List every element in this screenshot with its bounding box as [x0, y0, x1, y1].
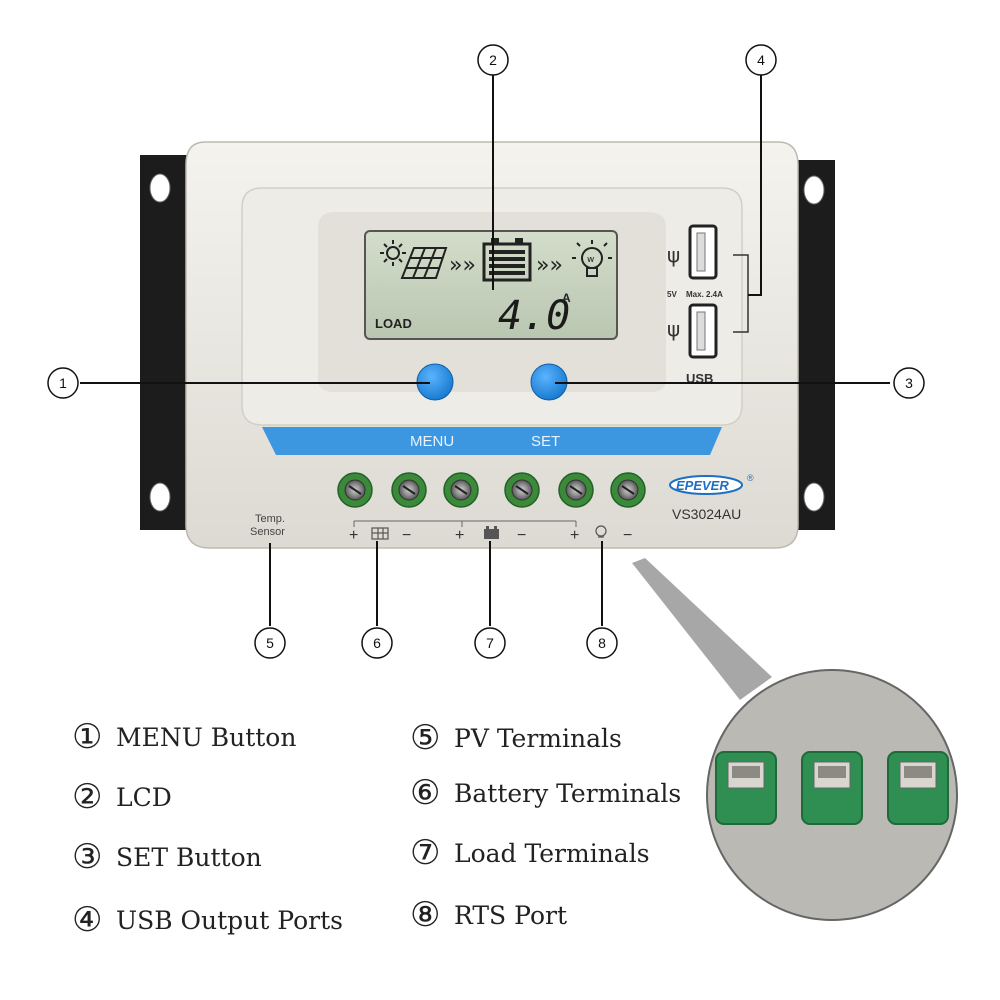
legend-number: ③ — [72, 837, 103, 877]
terminal-screw[interactable] — [337, 472, 373, 508]
legend-text: Load Terminals — [454, 838, 650, 868]
terminal-block — [337, 472, 646, 508]
terminal-screw[interactable] — [558, 472, 594, 508]
legend-number: ⑧ — [410, 895, 441, 935]
temp-sensor-label-line1: Temp. — [255, 513, 285, 525]
legend-number: ⑦ — [410, 833, 441, 873]
usb-spec-voltage: 5V — [667, 290, 677, 299]
zoom-wedge — [632, 558, 772, 700]
legend-item-load: ⑦ Load Terminals — [410, 833, 650, 873]
sun-icon — [380, 240, 406, 266]
legend-number: ① — [72, 717, 103, 757]
load-bulb-icon — [595, 525, 607, 538]
callout-number: 6 — [373, 635, 381, 651]
zoomed-terminal-opening — [887, 751, 949, 825]
load-minus-sign: − — [623, 527, 632, 544]
usb-icon: ψ — [667, 317, 680, 341]
legend-text: RTS Port — [454, 900, 567, 930]
callout-number: 7 — [486, 635, 494, 651]
solar-panel-icon — [400, 247, 448, 279]
battery-icon — [482, 238, 532, 282]
legend-text: MENU Button — [116, 722, 297, 752]
legend-text: USB Output Ports — [116, 905, 343, 935]
button-label-stripe — [262, 427, 722, 455]
lightbulb-icon: w — [572, 240, 612, 277]
lcd-current-value: 4.0 — [498, 293, 570, 339]
lcd-unit: A — [562, 291, 571, 305]
callout-number: 5 — [266, 635, 274, 651]
lcd-screen: »» »» w LOAD 4.0 A — [364, 230, 618, 340]
terminal-screw[interactable] — [504, 472, 540, 508]
flow-arrows-left-icon: »» — [449, 253, 476, 278]
callout-5: 5 — [254, 627, 286, 659]
mounting-bracket-left — [140, 155, 195, 530]
battery-terminal-icon — [484, 526, 499, 539]
terminal-markings: + − + − + − — [349, 520, 632, 544]
legend-item-rts: ⑧ RTS Port — [410, 895, 567, 935]
legend-number: ⑤ — [410, 718, 441, 758]
callout-2: 2 — [477, 44, 509, 76]
legend-item-menu: ① MENU Button — [72, 717, 296, 757]
legend-item-lcd: ② LCD — [72, 777, 172, 817]
menu-button-label: MENU — [410, 433, 454, 450]
legend-number: ⑥ — [410, 773, 441, 813]
legend-number: ④ — [72, 900, 103, 940]
callout-leaders — [80, 73, 890, 626]
legend-item-set: ③ SET Button — [72, 837, 262, 877]
callout-3: 3 — [893, 367, 925, 399]
callout-number: 3 — [905, 375, 913, 391]
temp-sensor-label-line2: Sensor — [250, 526, 285, 538]
legend-text: Battery Terminals — [454, 778, 682, 808]
battery-plus-sign: + — [455, 527, 464, 544]
registered-mark: ® — [747, 473, 754, 483]
battery-minus-sign: − — [517, 527, 526, 544]
legend-text: LCD — [116, 782, 172, 812]
svg-text:w: w — [587, 255, 594, 265]
callout-markers: 1 2 3 4 5 6 7 8 — [47, 44, 925, 659]
legend-item-usb: ④ USB Output Ports — [72, 900, 343, 940]
terminal-screw[interactable] — [391, 472, 427, 508]
callout-1: 1 — [47, 367, 79, 399]
zoomed-terminal-opening — [801, 751, 863, 825]
flow-arrows-right-icon: »» — [536, 253, 563, 278]
callout-number: 4 — [757, 52, 765, 68]
lcd-mode-label: LOAD — [375, 316, 412, 331]
zoom-inset — [706, 669, 958, 921]
set-button-label: SET — [531, 433, 560, 450]
terminal-screw[interactable] — [443, 472, 479, 508]
legend-number: ② — [72, 777, 103, 817]
brand-logo: EPEVER ® — [669, 473, 754, 495]
callout-8: 8 — [586, 627, 618, 659]
pv-minus-sign: − — [402, 527, 411, 544]
mounting-bracket-right — [790, 160, 835, 530]
zoomed-terminal-opening — [715, 751, 777, 825]
pv-plus-sign: + — [349, 527, 358, 544]
load-plus-sign: + — [570, 527, 579, 544]
pv-panel-icon — [371, 527, 389, 540]
usb-spec-current: Max. 2.4A — [686, 290, 723, 299]
callout-6: 6 — [361, 627, 393, 659]
legend-text: PV Terminals — [454, 723, 622, 753]
callout-7: 7 — [474, 627, 506, 659]
usb-icon: ψ — [667, 243, 680, 267]
legend-item-pv: ⑤ PV Terminals — [410, 718, 622, 758]
brand-name: EPEVER — [676, 478, 729, 493]
callout-number: 8 — [598, 635, 606, 651]
callout-number: 1 — [59, 375, 67, 391]
callout-4: 4 — [745, 44, 777, 76]
callout-number: 2 — [489, 52, 497, 68]
model-number: VS3024AU — [672, 506, 741, 522]
terminal-screw[interactable] — [610, 472, 646, 508]
legend-item-battery: ⑥ Battery Terminals — [410, 773, 681, 813]
legend-text: SET Button — [116, 842, 262, 872]
